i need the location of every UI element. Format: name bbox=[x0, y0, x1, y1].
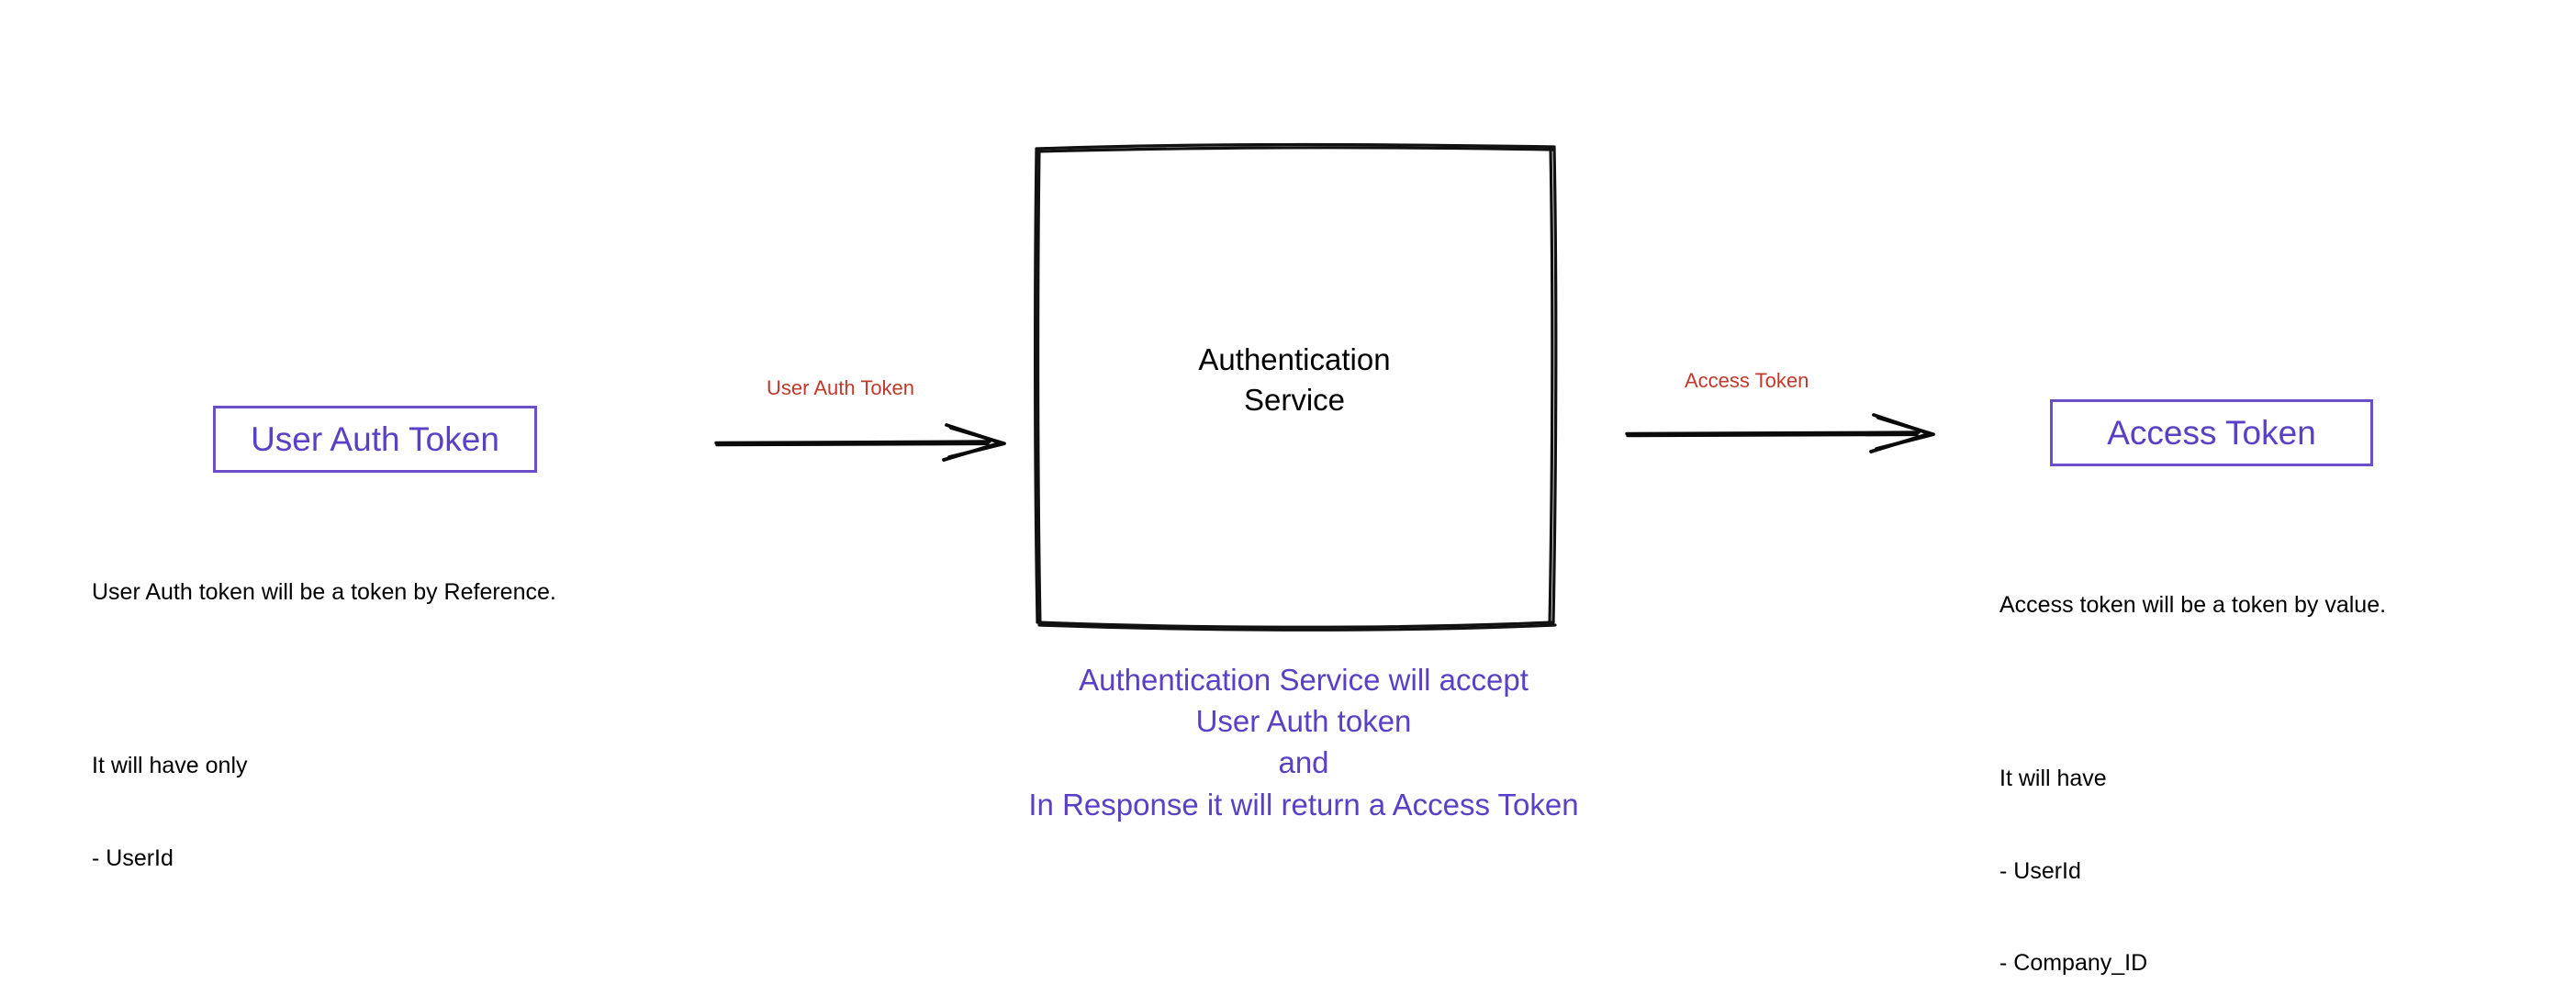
service-caption-line-1: Authentication Service will accept bbox=[1079, 663, 1529, 697]
service-caption-line-2: User Auth token bbox=[1195, 704, 1412, 739]
service-title-line-1: Authentication bbox=[1198, 342, 1391, 376]
outgoing-arrow bbox=[1625, 406, 1935, 461]
left-desc-line-4: - UserId bbox=[92, 844, 174, 871]
outgoing-arrow-label: Access Token bbox=[1685, 369, 1809, 392]
access-token-box-label: Access Token bbox=[2107, 414, 2316, 452]
service-title-line-2: Service bbox=[1243, 382, 1346, 417]
right-desc-spacer bbox=[1999, 683, 2386, 703]
authentication-service-box bbox=[1026, 138, 1564, 633]
user-auth-token-box-label: User Auth Token bbox=[251, 420, 499, 458]
service-caption-line-4: In Response it will return a Access Toke… bbox=[1028, 787, 1579, 822]
left-desc-spacer bbox=[92, 670, 556, 690]
incoming-arrow-label: User Auth Token bbox=[767, 376, 915, 399]
right-desc-line-5: - Company_ID bbox=[1999, 950, 2148, 976]
left-desc-line-1: User Auth token will be a token by Refer… bbox=[92, 579, 556, 605]
authentication-service-title: Authentication Service bbox=[1036, 340, 1553, 420]
access-token-box: Access Token bbox=[2050, 399, 2373, 466]
access-token-description: Access token will be a token by value. I… bbox=[1999, 529, 2386, 984]
right-desc-line-1: Access token will be a token by value. bbox=[1999, 592, 2387, 618]
service-caption-line-3: and bbox=[1278, 745, 1329, 780]
authentication-service-caption: Authentication Service will accept User … bbox=[845, 659, 1763, 825]
right-desc-line-4: - UserId bbox=[1999, 857, 2081, 884]
right-desc-line-3: It will have bbox=[1999, 766, 2107, 791]
user-auth-token-description: User Auth token will be a token by Refer… bbox=[92, 516, 556, 935]
user-auth-token-box: User Auth Token bbox=[213, 406, 537, 473]
left-desc-line-3: It will have only bbox=[92, 753, 248, 778]
incoming-arrow bbox=[714, 415, 1006, 470]
